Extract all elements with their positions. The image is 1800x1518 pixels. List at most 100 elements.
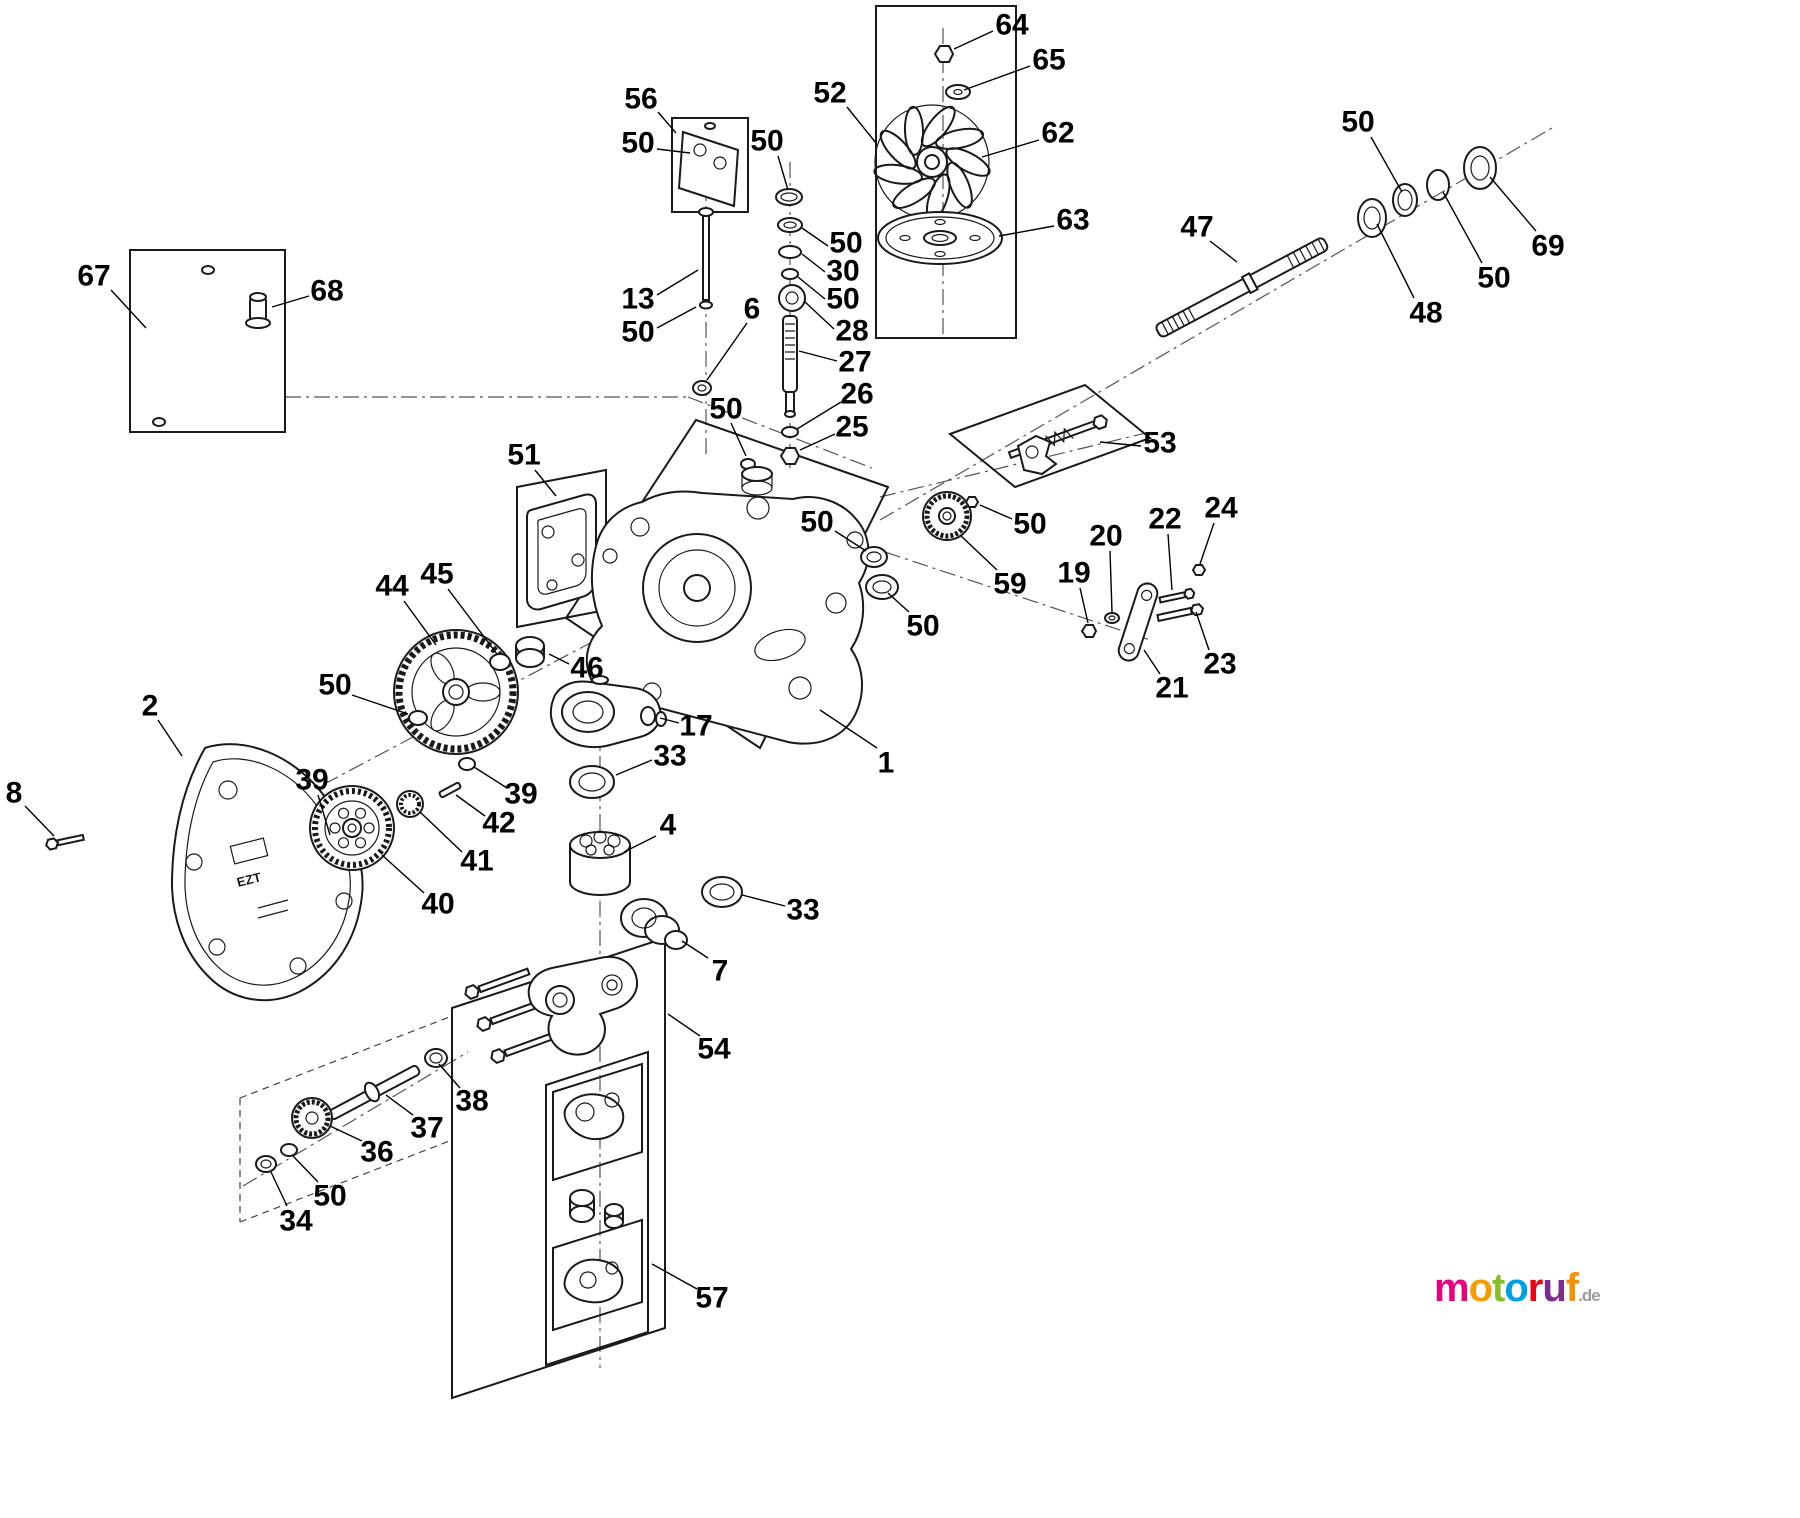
callout-33-53: 33: [786, 894, 819, 927]
callout-50-36: 50: [800, 506, 833, 539]
callout-22-31: 22: [1148, 503, 1181, 536]
callout-8-46: 8: [6, 777, 23, 810]
callout-27-15: 27: [838, 346, 871, 379]
callout-59-28: 59: [993, 568, 1026, 601]
leader-line-50-27: [979, 504, 1013, 520]
callout-63-4: 63: [1056, 204, 1089, 237]
leader-line-20-30: [1109, 550, 1113, 613]
spur-gear-part: [309, 785, 395, 871]
leader-line-50-37: [887, 592, 910, 613]
leader-line-50-7: [777, 155, 789, 191]
callout-51-35: 51: [507, 439, 540, 472]
motor-shaft-part: [328, 1065, 421, 1121]
leader-line-41-50: [419, 811, 463, 853]
leader-line-13-11: [656, 269, 699, 296]
fan-washer-part: [945, 84, 971, 100]
main-housing-part: [585, 466, 899, 745]
callout-50-22: 50: [1477, 262, 1510, 295]
leader-line-45-42: [447, 588, 498, 655]
brake-nut-part: [964, 496, 980, 508]
pinion-gear-part: [396, 790, 424, 818]
leader-line-50-44: [351, 694, 409, 715]
oil-tube-part: [152, 265, 215, 427]
logo-letter: t: [1492, 1266, 1505, 1310]
leader-line-33-53: [741, 894, 786, 907]
callout-50-19: 50: [1341, 106, 1374, 139]
leader-line-44-41: [403, 600, 437, 646]
callout-2-45: 2: [142, 690, 159, 723]
callout-44-41: 44: [375, 570, 409, 603]
leader-line-30-9: [801, 253, 826, 273]
callout-25-17: 25: [835, 411, 868, 444]
brake-link-part: [1080, 564, 1207, 662]
leader-line-50-59: [292, 1155, 319, 1183]
callout-38-56: 38: [455, 1085, 488, 1118]
oil-tube-box: [129, 249, 286, 433]
callout-30-9: 30: [826, 255, 859, 288]
leader-line-51-35: [534, 469, 557, 497]
gasket-part: [526, 493, 597, 611]
leader-line-50-19: [1370, 136, 1403, 193]
leader-line-50-18: [730, 422, 747, 457]
callout-50-44: 50: [318, 669, 351, 702]
leader-line-48-23: [1376, 223, 1415, 299]
leader-line-50-36: [834, 530, 867, 552]
callout-19-29: 19: [1057, 557, 1090, 590]
callout-20-30: 20: [1089, 520, 1122, 553]
watermark-logo[interactable]: motoruf.de: [1434, 1266, 1601, 1310]
leader-line-28-14: [803, 300, 835, 330]
callout-50-8: 50: [829, 227, 862, 260]
callout-57-61: 57: [695, 1282, 728, 1315]
seal-kit-part: [552, 1062, 643, 1332]
bypass-box: [948, 383, 1152, 489]
piston-cluster-part: [620, 898, 688, 950]
logo-letter: o: [1504, 1266, 1528, 1310]
callout-50-59: 50: [313, 1180, 346, 1213]
callout-50-37: 50: [906, 610, 939, 643]
leader-line-27-15: [798, 350, 838, 362]
leader-line-40-51: [381, 854, 425, 894]
callout-21-33: 21: [1155, 672, 1188, 705]
retaining-ring-part: [280, 1143, 298, 1157]
leader-line-65-1: [963, 65, 1031, 91]
upper-bearing-part: [569, 765, 615, 799]
callout-33-40: 33: [653, 740, 686, 773]
callout-4-52: 4: [660, 809, 677, 842]
gear-oring-part: [408, 710, 428, 726]
cover-plate-part: EZT: [170, 743, 364, 1002]
callout-45-42: 45: [420, 558, 453, 591]
callout-50-27: 50: [1013, 508, 1046, 541]
callout-7-54: 7: [712, 955, 729, 988]
leader-line-25-17: [799, 433, 836, 451]
callout-6-13: 6: [744, 293, 761, 326]
fan-group-box: [875, 5, 1017, 339]
logo-letter: f: [1565, 1266, 1579, 1310]
input-shaft-stack-part: [740, 188, 806, 470]
leader-line-53-26: [1099, 441, 1142, 447]
center-section-part: [464, 956, 638, 1064]
leader-line-50-22: [1442, 191, 1483, 264]
leader-line-7-54: [681, 940, 709, 959]
leader-line-39-47: [317, 794, 331, 836]
gear-washer-part: [489, 653, 511, 671]
logo-letter: m: [1434, 1266, 1470, 1310]
callout-1-38: 1: [878, 747, 895, 780]
callout-50-6: 50: [621, 127, 654, 160]
cylinder-block-part: [569, 830, 631, 896]
callout-48-23: 48: [1409, 297, 1442, 330]
control-rod-part: [692, 207, 714, 396]
leader-line-63-4: [998, 225, 1055, 237]
leader-line-62-3: [981, 139, 1040, 158]
callout-62-3: 62: [1041, 117, 1074, 150]
leader-line-37-57: [385, 1094, 414, 1116]
callout-24-32: 24: [1204, 492, 1238, 525]
callout-13-11: 13: [621, 283, 654, 316]
cover-bolt-part: [44, 833, 86, 851]
leader-line-50-8: [801, 227, 829, 247]
callout-69-21: 69: [1531, 230, 1564, 263]
cooling-fan-part: [873, 104, 991, 222]
shaft-washer2-part: [424, 1048, 448, 1068]
leader-line-19-29: [1079, 587, 1089, 624]
